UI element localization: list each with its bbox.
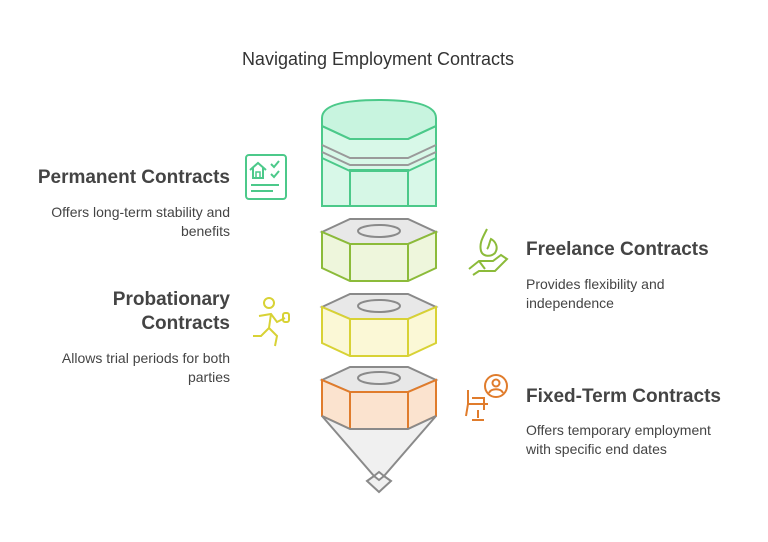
probationary-heading-line: Probationary: [112, 289, 230, 310]
probationary-segment: [319, 293, 439, 357]
freelance-heading: Freelance Contracts: [526, 239, 709, 260]
fixed-term-heading: Fixed-Term Contracts: [526, 386, 721, 407]
page-title: Navigating Employment Contracts: [241, 49, 515, 69]
probationary-heading: Probationary Contracts: [20, 288, 230, 336]
fixed-term-segment: [319, 366, 439, 494]
fixed-term-desc-line: Offers temporary employment: [526, 422, 711, 438]
probationary-heading-line: Contracts: [141, 313, 230, 334]
probationary-desc-line: Allows trial periods for both: [61, 350, 230, 366]
person-desk-icon: [465, 374, 508, 421]
fixed-term-desc: Offers temporary employment with specifi…: [526, 421, 756, 459]
freelance-segment: [319, 218, 439, 282]
running-person-icon: [253, 297, 290, 347]
freelance-desc-line: independence: [526, 295, 614, 311]
probationary-desc-line: parties: [187, 369, 230, 385]
permanent-heading: Permanent Contracts: [37, 167, 230, 188]
probationary-desc: Allows trial periods for both parties: [20, 349, 230, 387]
permanent-segment: [321, 98, 437, 207]
permanent-desc: Offers long-term stability and benefits: [20, 203, 230, 241]
freelance-desc-line: Provides flexibility and: [526, 276, 665, 292]
house-checklist-icon: [245, 154, 287, 200]
permanent-desc-line: Offers long-term stability and: [51, 204, 230, 220]
hand-feather-icon: [468, 228, 509, 276]
fixed-term-desc-line: with specific end dates: [526, 441, 667, 457]
permanent-desc-line: benefits: [180, 223, 230, 239]
freelance-desc: Provides flexibility and independence: [526, 275, 756, 313]
